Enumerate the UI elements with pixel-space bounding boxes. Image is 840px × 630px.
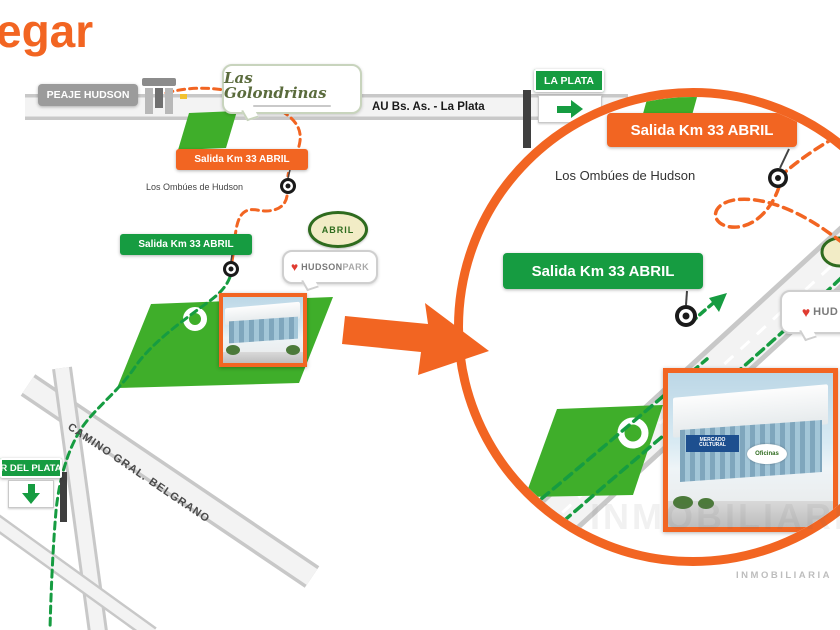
mar-del-plata-arrow-box [8,480,54,508]
exit-sign-orange-small: Salida Km 33 ABRIL [176,149,308,170]
inset-hudson-partial-text: HUD [813,306,839,318]
inset-plot-main [525,405,663,497]
heart-icon: ♥ [291,260,299,274]
golondrinas-tagline-rule [252,105,332,107]
heart-icon: ♥ [801,304,811,320]
exit-sign-green-small: Salida Km 33 ABRIL [120,234,252,255]
highway-label: AU Bs. As. - La Plata [372,101,485,113]
route-green [48,275,232,630]
car-icon [180,94,187,99]
building-banner: MERCADO CULTURAL [686,434,739,452]
inset-abril-badge-partial [820,236,840,268]
la-plata-sign-pole [523,90,531,148]
inset-route-orange-loop [713,185,840,244]
plot-small [178,111,237,150]
building-photo-small [219,293,307,367]
toll-booth-icon [142,76,176,118]
tree-icon [697,497,714,509]
inset-exit-sign-orange: Salida Km 33 ABRIL [607,113,797,147]
watermark-text: INMOBILIARIA [736,570,832,581]
inset-exit-dot-green [675,305,697,327]
ombues-label-small: Los Ombúes de Hudson [146,182,244,192]
inset-hudson-park-bubble-partial: ♥ HUD [780,290,840,334]
inset-route-arrowhead [709,293,727,312]
page-title: egar [0,5,94,57]
mar-del-plata-sign: R DEL PLATA [0,458,62,478]
zoom-arrow-icon [342,303,489,375]
golondrinas-bubble: Las Golondrinas [222,64,362,114]
toll-sign: PEAJE HUDSON [38,84,138,106]
inset-ombues-label: Los Ombúes de Hudson [555,168,696,183]
tree-icon [672,495,693,509]
mar-del-plata-sign-pole [60,472,67,522]
magnifier-circle: Salida Km 33 ABRIL Los Ombúes de Hudson … [454,88,840,566]
hudson-park-logo: HUDSON [301,262,343,272]
la-plata-sign: LA PLATA [534,69,604,92]
tree-icon [285,345,300,356]
building-photo-large: MERCADO CULTURAL Oficinas [663,368,838,532]
inset-exit-dot-orange [768,168,788,188]
down-arrow-icon [22,484,40,504]
watermark-logo: INMOBILIARIA [590,496,840,537]
building-oval-sign: Oficinas [747,443,787,464]
golondrinas-logo: Las Golondrinas [224,69,327,102]
tree-icon [226,345,241,356]
right-arrow-icon [557,100,583,118]
hudson-park-bubble: ♥ HUDSONPARK [282,250,378,284]
abril-badge: ABRIL [308,211,368,248]
exit-dot-green [223,261,239,277]
inset-exit-sign-green: Salida Km 33 ABRIL [503,253,703,289]
exit-dot-orange [280,178,296,194]
inset-route-orange-entry [782,132,840,175]
